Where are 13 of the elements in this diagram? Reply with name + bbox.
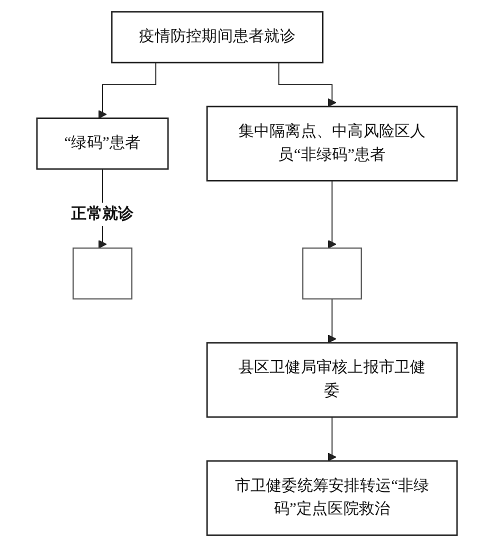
- edge-label: 正常就诊: [71, 202, 134, 226]
- arrow: [98, 62, 156, 119]
- process-box: 市卫健委统筹安排转运“非绿码”定点医院救治: [206, 460, 458, 536]
- process-box: 疫情防控期间患者就诊: [111, 11, 324, 64]
- empty-box: [72, 248, 132, 300]
- arrow: [278, 62, 336, 107]
- arrow: [328, 416, 336, 462]
- process-box: 县区卫健局审核上报市卫健委: [206, 342, 458, 418]
- process-box: 集中隔离点、中高风险区人员“非绿码”患者: [206, 106, 458, 182]
- arrow: [328, 298, 336, 344]
- empty-box: [302, 248, 362, 300]
- process-box: “绿码”患者: [36, 118, 169, 170]
- arrow: [328, 180, 336, 248]
